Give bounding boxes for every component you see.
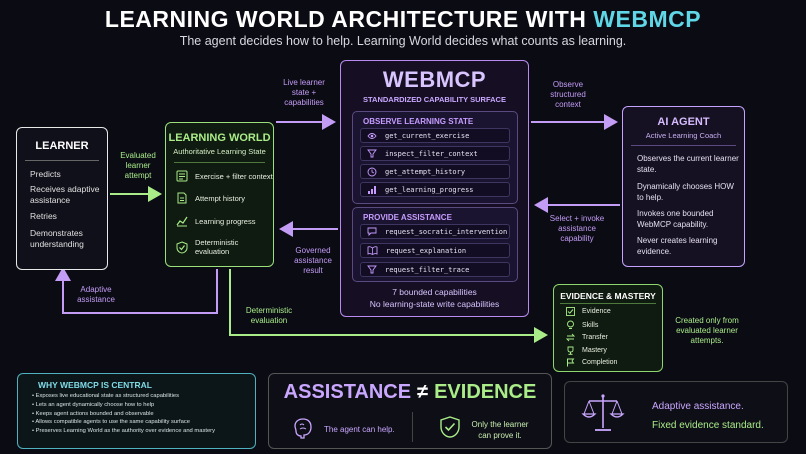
divider <box>560 303 656 304</box>
label-governed-result: Governed assistance result <box>294 246 332 275</box>
learning-world-item: Learning progress <box>176 215 255 227</box>
why-list: Exposes live educational state as struct… <box>32 392 215 436</box>
divider <box>631 145 736 146</box>
adaptive-standard-box: Adaptive assistance. Fixed evidence stan… <box>564 381 788 443</box>
learner-item: Predicts <box>30 169 61 179</box>
why-item: Keeps agent actions bounded and observab… <box>32 410 215 419</box>
checkbox-icon <box>566 307 575 316</box>
checklist-icon <box>176 170 188 182</box>
why-item: Exposes live educational state as struct… <box>32 392 215 401</box>
provide-panel: PROVIDE ASSISTANCE request_socratic_inte… <box>352 207 518 282</box>
label-deterministic-evaluation: Deterministic evaluation <box>245 306 293 325</box>
evidence-item: Transfer <box>566 333 608 342</box>
provide-panel-title: PROVIDE ASSISTANCE <box>363 213 452 222</box>
evidence-mastery-box: EVIDENCE & MASTERY Evidence Skills Trans… <box>553 284 663 372</box>
capability-get-current-exercise[interactable]: get_current_exercise <box>360 128 510 143</box>
capability-request-filter-trace[interactable]: request_filter_trace <box>360 262 510 277</box>
evidence-item: Evidence <box>566 307 611 316</box>
learner-can-prove-text: Only the learner can prove it. <box>471 420 529 440</box>
adaptive-assistance-text: Adaptive assistance. <box>652 401 744 412</box>
observe-panel: OBSERVE LEARNING STATE get_current_exerc… <box>352 111 518 204</box>
learning-world-title: LEARNING WORLD <box>168 132 271 144</box>
swap-arrows-icon <box>566 333 575 342</box>
evidence-title: EVIDENCE & MASTERY <box>560 291 656 301</box>
label-live-state: Live learner state + capabilities <box>283 78 325 107</box>
capability-request-socratic-intervention[interactable]: request_socratic_intervention <box>360 224 510 239</box>
evidence-item: Skills <box>566 320 598 330</box>
divider <box>412 412 413 442</box>
divider <box>174 162 265 163</box>
ai-agent-item: Invokes one bounded WebMCP capability. <box>637 209 714 229</box>
capability-get-learning-progress[interactable]: get_learning_progress <box>360 182 510 197</box>
learner-title: LEARNER <box>35 140 89 152</box>
webmcp-footer-count: 7 bounded capabilities <box>392 287 477 297</box>
document-icon <box>177 192 187 204</box>
webmcp-title: WEBMCP <box>382 67 487 92</box>
ai-agent-item: Dynamically chooses HOW to help. <box>637 182 734 202</box>
learning-world-item: Attempt history <box>176 192 245 204</box>
trophy-icon <box>567 346 574 355</box>
label-adaptive-assistance: Adaptive assistance <box>77 285 115 304</box>
filter-icon <box>367 149 377 158</box>
learning-world-item: Exercise + filter context <box>176 170 273 182</box>
brain-icon <box>294 418 312 439</box>
trend-chart-icon <box>176 216 188 227</box>
why-item: Allows compatible agents to use the same… <box>32 418 215 427</box>
learner-item: Demonstrates understanding <box>30 228 84 249</box>
clock-icon <box>367 167 377 176</box>
capability-request-explanation[interactable]: request_explanation <box>360 243 510 258</box>
evidence-item: Completion <box>566 358 617 367</box>
agent-can-help-text: The agent can help. <box>324 425 395 434</box>
shield-check-icon <box>176 240 188 254</box>
ai-agent-title: AI AGENT <box>657 116 710 128</box>
flag-icon <box>567 358 575 367</box>
shield-check-icon <box>440 416 460 438</box>
ai-agent-subtitle: Active Learning Coach <box>645 131 722 140</box>
observe-panel-title: OBSERVE LEARNING STATE <box>363 117 474 126</box>
book-icon <box>367 246 378 255</box>
learning-world-item: Deterministic evaluation <box>176 238 273 256</box>
learner-box: LEARNER Predicts Receives adaptive assis… <box>16 127 108 270</box>
why-item: Lets an agent dynamically choose how to … <box>32 401 215 410</box>
why-webmcp-box: WHY WEBMCP IS CENTRAL Exposes live educa… <box>17 373 256 449</box>
capability-inspect-filter-context[interactable]: inspect_filter_context <box>360 146 510 161</box>
arrow-world-to-evidence <box>229 269 548 343</box>
label-created-only: Created only from evaluated learner atte… <box>675 316 739 345</box>
label-select-invoke: Select + invoke assistance capability <box>549 214 605 243</box>
chat-icon <box>367 227 377 236</box>
lightbulb-icon <box>567 320 574 329</box>
label-observe-context: Observe structured context <box>550 80 586 109</box>
arrow-world-to-learner <box>55 267 218 314</box>
learner-item: Receives adaptive assistance <box>30 184 100 205</box>
why-title: WHY WEBMCP IS CENTRAL <box>38 380 152 390</box>
webmcp-subtitle: STANDARDIZED CAPABILITY SURFACE <box>363 95 506 104</box>
learner-item: Retries <box>30 211 57 221</box>
filter-icon <box>367 265 377 274</box>
eye-icon <box>367 132 377 139</box>
label-evaluated-attempt: Evaluated learner attempt <box>120 151 156 180</box>
learning-world-box: LEARNING WORLD Authoritative Learning St… <box>165 122 274 267</box>
learning-world-subtitle: Authoritative Learning State <box>173 147 266 156</box>
webmcp-box: WEBMCP STANDARDIZED CAPABILITY SURFACE O… <box>340 60 529 317</box>
ai-agent-box: AI AGENT Active Learning Coach Observes … <box>622 106 745 267</box>
ai-agent-item: Observes the current learner state. <box>637 154 739 174</box>
page-title: LEARNING WORLD ARCHITECTURE WITH WEBMCP <box>104 6 702 32</box>
webmcp-footer-note: No learning-state write capabilities <box>369 299 500 309</box>
assistance-evidence-box: ASSISTANCE≠EVIDENCE The agent can help. … <box>268 373 552 449</box>
balance-scale-icon <box>581 394 625 431</box>
why-item: Preserves Learning World as the authorit… <box>32 427 215 436</box>
page-subtitle: The agent decides how to help. Learning … <box>179 34 627 48</box>
fixed-standard-text: Fixed evidence standard. <box>652 420 764 431</box>
assistance-evidence-heading: ASSISTANCE≠EVIDENCE <box>283 381 537 403</box>
capability-get-attempt-history[interactable]: get_attempt_history <box>360 164 510 179</box>
bar-chart-icon <box>368 185 376 194</box>
ai-agent-item: Never creates learning evidence. <box>637 236 718 256</box>
evidence-item: Mastery <box>566 346 607 355</box>
divider <box>25 160 99 161</box>
